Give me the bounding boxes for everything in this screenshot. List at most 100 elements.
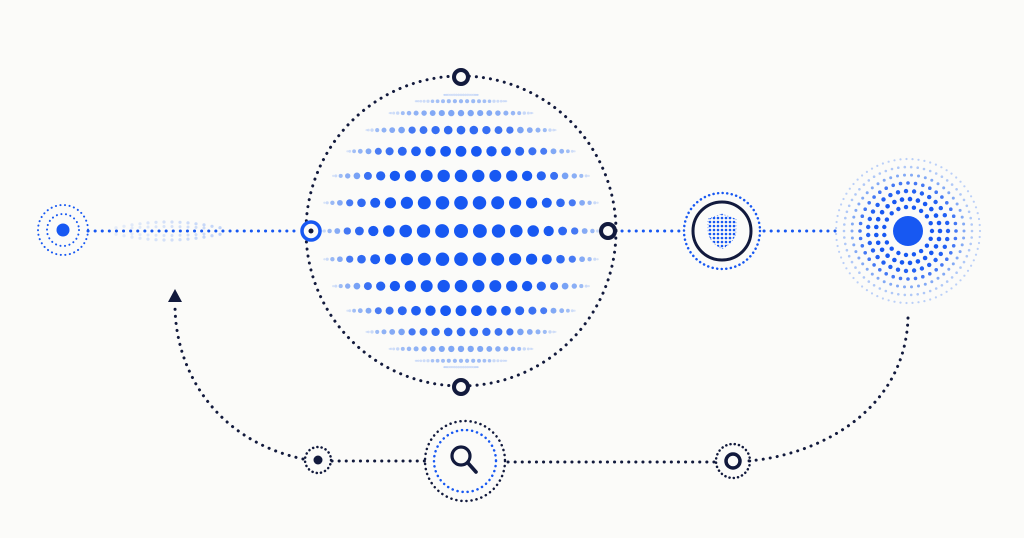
- sphere-dot: [399, 224, 412, 238]
- sphere-dot: [383, 225, 395, 237]
- stream-dot: [170, 238, 174, 242]
- stream-dot: [162, 220, 166, 224]
- stream-dot: [210, 224, 214, 228]
- target-ring-dot: [899, 301, 902, 304]
- target-ring-dot: [878, 190, 882, 194]
- sphere-dot: [332, 284, 335, 288]
- sphere-dot: [525, 197, 538, 209]
- sphere-dot: [477, 110, 484, 117]
- sphere-dot: [473, 93, 477, 97]
- sphere-dot: [440, 305, 451, 317]
- sphere-dot: [579, 199, 585, 206]
- target-ring-dot: [847, 254, 851, 258]
- sphere-dot: [411, 146, 421, 157]
- target-ring-dot: [921, 183, 925, 188]
- target-ring-dot: [835, 226, 838, 230]
- target-ring-dot: [838, 250, 841, 253]
- sphere-dot: [420, 169, 433, 182]
- sphere-dot: [471, 358, 476, 363]
- stream-dot: [130, 235, 134, 239]
- sphere-dot: [413, 110, 419, 116]
- sphere-dot: [438, 110, 445, 117]
- sphere-node-left: [300, 220, 322, 242]
- target-ring-dot: [910, 173, 913, 177]
- sphere-dot: [506, 126, 514, 134]
- sphere-dot: [486, 146, 497, 157]
- sphere-dot: [397, 306, 407, 316]
- target-ring-dot: [850, 222, 854, 226]
- stream-dot: [178, 233, 182, 237]
- shield-icon: [707, 213, 737, 250]
- target-ring-dot: [962, 198, 966, 202]
- sphere-dot: [421, 346, 427, 352]
- target-ring-dot: [896, 206, 901, 212]
- target-ring-dot: [878, 268, 882, 272]
- target-ring-dot: [845, 210, 849, 214]
- target-ring-dot: [922, 201, 928, 207]
- target-ring-dot: [884, 217, 890, 222]
- sphere-dot: [365, 330, 368, 333]
- sphere-dot: [492, 99, 496, 103]
- target-ring-dot: [852, 215, 856, 219]
- target-ring-dot: [861, 196, 865, 200]
- target-ring-dot: [969, 216, 972, 220]
- sphere-dot: [536, 171, 546, 181]
- sphere-dot: [476, 366, 479, 369]
- sphere-dot: [446, 99, 451, 104]
- sphere-dot-grid: [320, 93, 602, 369]
- sphere-dot: [476, 93, 479, 96]
- target-ring-dot: [937, 228, 943, 234]
- sphere-dot: [508, 196, 522, 209]
- sphere-dot: [443, 93, 446, 96]
- target-ring-dot: [863, 251, 867, 255]
- stream-dot: [218, 232, 222, 236]
- sphere-dot: [489, 280, 502, 293]
- sphere-dot: [445, 93, 449, 97]
- target-ring-dot: [929, 228, 935, 234]
- sphere-dot: [571, 283, 577, 289]
- target-ring-dot: [947, 191, 951, 195]
- target-ring-dot: [978, 229, 982, 233]
- target-ring-dot: [842, 229, 846, 233]
- sphere-dot: [435, 224, 450, 238]
- sphere-dot: [363, 171, 372, 180]
- target-ring-dot: [928, 186, 932, 190]
- sphere-dot: [470, 93, 473, 97]
- target-ring-dot: [847, 204, 851, 208]
- target-ring-dot: [879, 209, 885, 215]
- return-path-right: [746, 316, 910, 463]
- sphere-dot: [587, 174, 590, 178]
- stream-dot: [178, 220, 182, 224]
- sphere-dot: [596, 229, 600, 233]
- sphere-dot: [550, 282, 559, 291]
- sphere-dot: [435, 196, 450, 210]
- target-ring-dot: [951, 244, 956, 248]
- sphere-dot: [417, 359, 420, 363]
- sphere-dot: [531, 347, 534, 350]
- target-ring-dot: [872, 195, 876, 199]
- stream-dot: [186, 233, 190, 237]
- target-ring-dot: [838, 209, 841, 212]
- target-ring-dot: [918, 248, 924, 254]
- sphere-dot: [322, 229, 326, 233]
- target-ring-dot: [924, 214, 930, 219]
- sphere-dot: [441, 358, 445, 363]
- target-ring-dot: [917, 284, 920, 288]
- target-ring-dot: [884, 240, 890, 245]
- sphere-dot: [541, 197, 552, 208]
- sphere-dot: [465, 358, 470, 363]
- sphere-dot: [452, 99, 457, 104]
- sphere-dot: [425, 146, 436, 157]
- target-ring-dot: [893, 300, 896, 303]
- sphere-dot: [510, 110, 516, 116]
- sphere-dot: [452, 365, 456, 369]
- sphere-dot: [584, 284, 588, 288]
- target-ring-dot: [854, 266, 857, 269]
- sphere-dot: [454, 169, 468, 183]
- sphere-dot: [376, 281, 386, 291]
- sphere-dot: [587, 200, 592, 205]
- target-ring-dot: [845, 192, 848, 195]
- target-ring-dot: [882, 280, 886, 284]
- sphere-dot: [370, 330, 374, 334]
- sphere-dot: [431, 125, 440, 135]
